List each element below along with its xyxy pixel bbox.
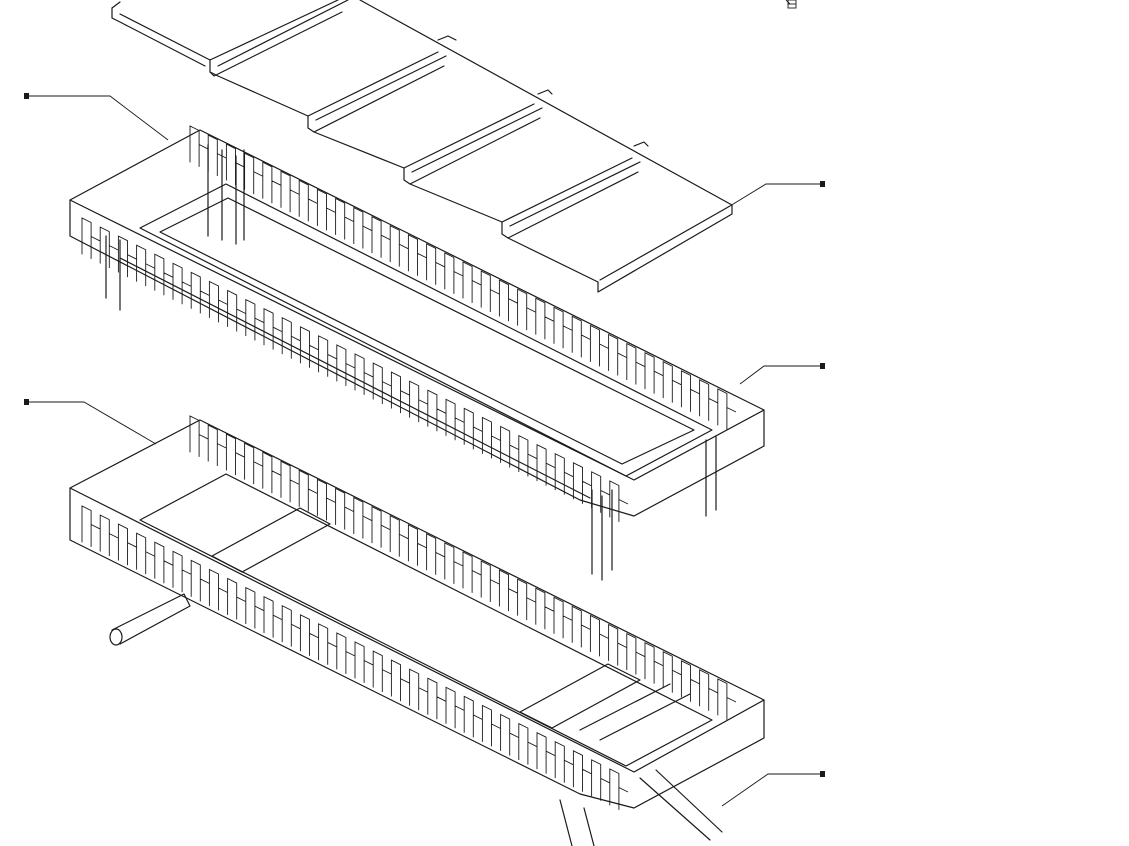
leader-line (785, 0, 791, 5)
leader-line (24, 93, 169, 141)
leader-line (24, 399, 157, 445)
leader-line (721, 771, 825, 807)
leader-lines (24, 0, 825, 807)
upper-frame (69, 125, 765, 581)
cover-plates (111, 0, 797, 293)
leader-line (729, 181, 825, 207)
leader-line (739, 363, 825, 385)
lower-frame (69, 415, 765, 846)
